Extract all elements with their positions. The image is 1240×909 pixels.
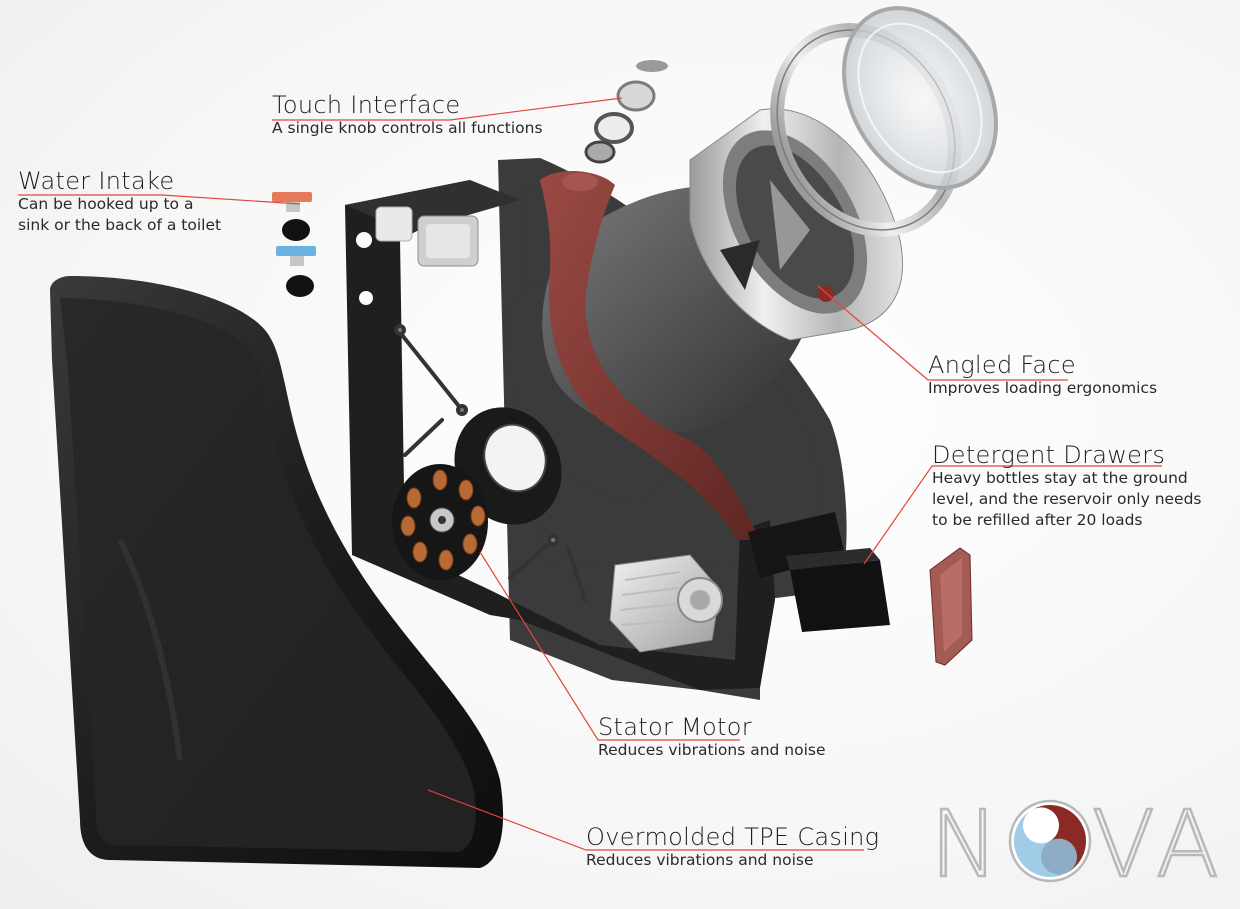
logo-letter-n: N [930,796,999,886]
logo-letter-a: A [1156,796,1219,886]
callout-desc: A single knob controls all functions [272,119,543,137]
callout-water-intake: Water Intake Can be hooked up to a sink … [18,168,221,236]
leader-detergent-drawers [863,465,1162,565]
callout-touch-interface: Touch Interface A single knob controls a… [272,92,543,139]
detergent-drawer-housing [748,512,890,632]
knob-stack [584,60,668,164]
logo-letter-v: V [1092,796,1155,886]
valve-block [375,206,479,267]
water-intake-valves [272,192,316,297]
tpe-side-casing [50,276,504,868]
stainless-drum [689,108,904,341]
logo-yin-yang-icon [1008,799,1092,883]
leader-touch-interface [272,97,623,121]
callout-desc: sink or the back of a toilet [18,216,222,234]
callout-desc: Heavy bottles stay at the ground [932,469,1188,487]
leader-stator-motor [479,551,740,741]
callout-title: Stator Motor [598,713,752,741]
callout-desc: Reduces vibrations and noise [586,851,814,869]
suspension-dampers [394,324,587,602]
door-glass [842,6,998,190]
accent-band [540,170,760,540]
callout-desc: Improves loading ergonomics [928,379,1158,397]
callout-desc: to be refilled after 20 loads [932,511,1143,529]
callout-desc: Can be hooked up to a [18,195,194,213]
callout-desc: level, and the reservoir only needs [932,490,1202,508]
nova-logo: N V A [930,796,1220,886]
callout-desc: Reduces vibrations and noise [598,741,826,759]
air-blower [609,554,723,653]
callout-detergent-drawers: Detergent Drawers Heavy bottles stay at … [932,442,1202,531]
callout-title: Angled Face [928,351,1076,379]
callout-tpe-casing: Overmolded TPE Casing Reduces vibrations… [586,824,879,871]
callout-title: Touch Interface [272,91,461,119]
detergent-drawer-panel [929,547,973,666]
callout-title: Water Intake [18,167,175,195]
leader-tpe-casing [427,789,864,851]
leader-angled-face [817,285,1068,381]
stator-windings [392,464,488,580]
callout-title: Detergent Drawers [932,441,1166,469]
callout-angled-face: Angled Face Improves loading ergonomics [928,352,1157,399]
leader-water-intake [18,194,301,205]
callout-stator-motor: Stator Motor Reduces vibrations and nois… [598,714,826,761]
callout-title: Overmolded TPE Casing [586,823,880,851]
leader-lines [18,97,1162,851]
